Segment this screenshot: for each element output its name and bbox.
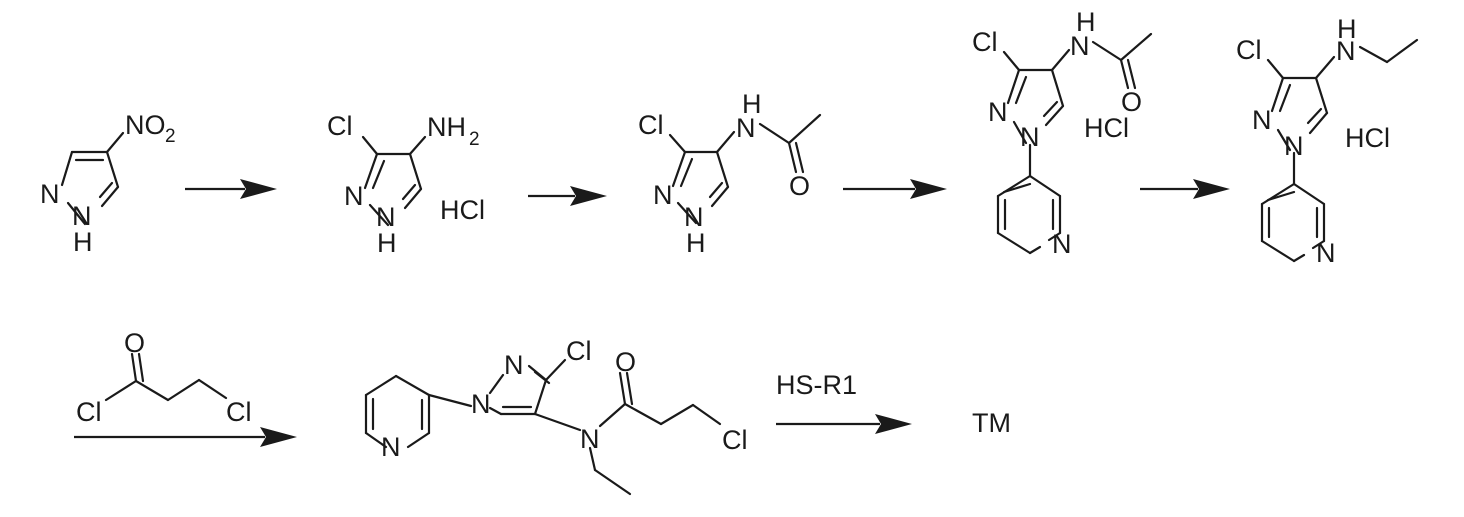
reagent-thiol-label: HS-R1 <box>776 370 857 400</box>
atom-n: N <box>580 424 600 454</box>
atom-cl: Cl <box>76 397 102 427</box>
atom-cl: Cl <box>1236 35 1262 65</box>
atom-n: N <box>1070 31 1090 61</box>
atom-cl: Cl <box>972 27 998 57</box>
atom-n: N <box>988 97 1008 127</box>
compound-pyridyl-pyrazole-acetamide-hcl: Cl H N O N N N HCl <box>972 7 1153 259</box>
atom-n: N <box>72 201 92 231</box>
atom-n: N <box>376 202 396 232</box>
compound-n-ethyl-amine-hcl: Cl H N N N N HCl <box>1236 14 1419 268</box>
atom-h: H <box>1076 7 1096 37</box>
atom-n: N <box>1336 36 1356 66</box>
atom-n: N <box>684 202 704 232</box>
atom-nh2-subscript: 2 <box>469 129 480 150</box>
reaction-arrow-6: HS-R1 <box>776 370 912 434</box>
atom-o: O <box>789 171 810 201</box>
atom-h: H <box>73 227 93 257</box>
atom-cl: Cl <box>722 425 748 455</box>
atom-n: N <box>1020 122 1040 152</box>
salt-hcl: HCl <box>1084 113 1129 143</box>
atom-h: H <box>1337 14 1357 44</box>
atom-n: N <box>736 113 756 143</box>
atom-n: N <box>1052 229 1072 259</box>
atom-n: N <box>381 432 401 462</box>
atom-cl: Cl <box>566 336 592 366</box>
salt-hcl: HCl <box>440 195 485 225</box>
target-molecule-label: TM <box>972 408 1011 438</box>
reaction-arrow-3 <box>843 179 947 199</box>
reaction-arrow-1 <box>185 179 277 199</box>
atom-cl: Cl <box>226 397 252 427</box>
compound-acetamide-pyrazole: Cl H N O N N H <box>638 89 822 258</box>
atom-no2-subscript: 2 <box>165 126 176 147</box>
atom-h: H <box>377 228 397 258</box>
compound-4-nitropyrazole: N N H NO 2 <box>40 110 176 257</box>
atom-n: N <box>40 179 60 209</box>
atom-o: O <box>615 347 636 377</box>
atom-n: N <box>504 350 524 380</box>
atom-h: H <box>742 89 762 119</box>
atom-cl: Cl <box>327 111 353 141</box>
atom-cl: Cl <box>638 110 664 140</box>
atom-n: N <box>1284 131 1304 161</box>
atom-n: N <box>1316 238 1336 268</box>
atom-o: O <box>1121 87 1142 117</box>
reaction-arrow-5 <box>74 427 297 447</box>
compound-chloropropanamide: N N Cl N N O Cl <box>364 336 748 496</box>
reaction-arrow-2 <box>528 186 607 206</box>
salt-hcl: HCl <box>1345 123 1390 153</box>
atom-no2: NO <box>125 110 166 140</box>
atom-n: N <box>344 181 364 211</box>
atom-nh2: NH <box>427 112 466 142</box>
atom-n: N <box>1252 105 1272 135</box>
compound-3-chloro-4-aminopyrazole-hcl: Cl NH 2 N N H HCl <box>327 111 485 258</box>
atom-o: O <box>124 328 145 358</box>
reagent-3-chloropropionyl-chloride: O Cl Cl <box>76 328 252 427</box>
reaction-arrow-4 <box>1140 179 1230 199</box>
atom-n: N <box>471 389 491 419</box>
atom-n: N <box>653 180 673 210</box>
atom-h: H <box>686 228 706 258</box>
